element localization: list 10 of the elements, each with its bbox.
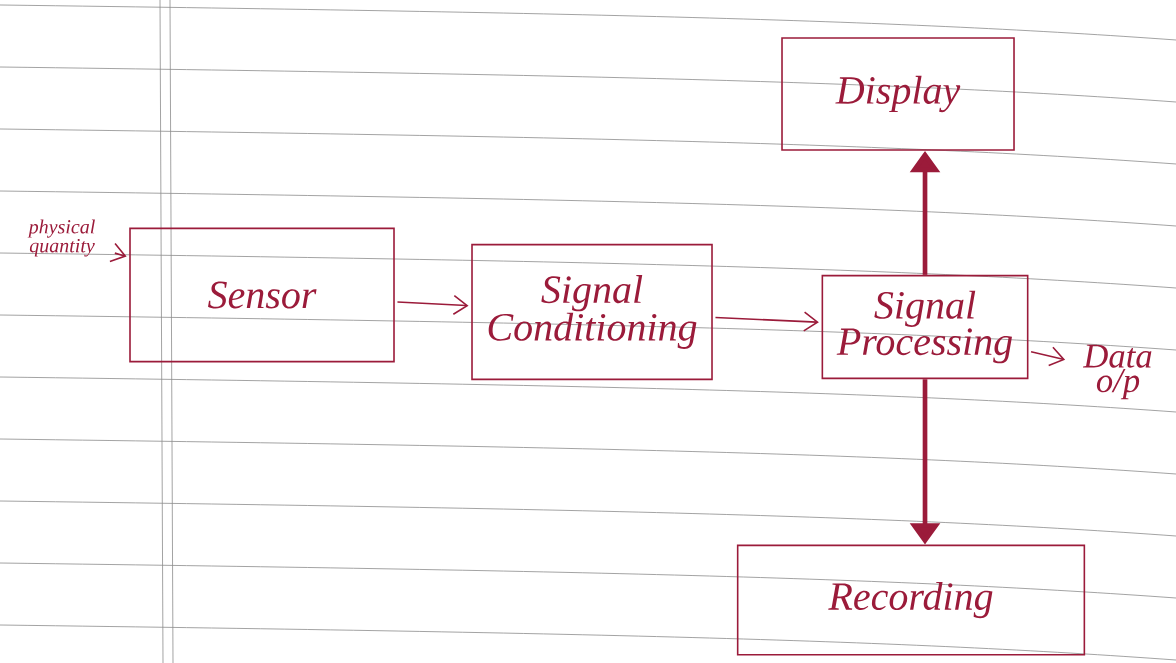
arrow (1030, 346, 1066, 367)
process-box: Recording (736, 544, 1086, 656)
text-label: Data o/p (1082, 344, 1152, 400)
text-label: physical quantity (27, 219, 95, 257)
arrow (714, 311, 819, 332)
arrow (396, 294, 469, 316)
process-box: Signal Processing (821, 274, 1029, 380)
process-box: Display (781, 37, 1015, 151)
process-box: Sensor (129, 227, 395, 363)
process-box: Signal Conditioning (471, 243, 713, 381)
